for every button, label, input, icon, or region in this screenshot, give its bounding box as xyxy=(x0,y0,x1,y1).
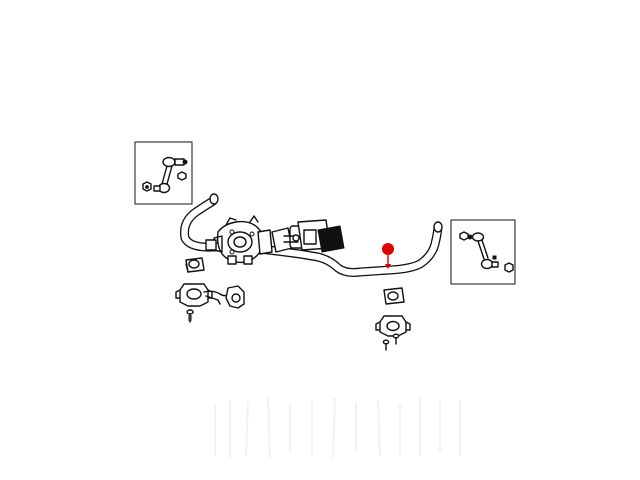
mounting-bolt-right[interactable] xyxy=(382,333,400,351)
mounting-bolt-left[interactable] xyxy=(186,309,194,323)
actuator-motor[interactable] xyxy=(205,215,273,265)
wiring-bracket[interactable] xyxy=(203,285,245,309)
bushing-left[interactable] xyxy=(185,257,205,273)
electrical-connector[interactable] xyxy=(271,219,345,253)
callout-dot[interactable] xyxy=(382,243,394,255)
retainer-clamp-left[interactable] xyxy=(175,283,213,307)
inset-left-link[interactable] xyxy=(134,141,193,205)
stabilizer-bar[interactable] xyxy=(180,193,443,277)
inset-right-link[interactable] xyxy=(450,219,516,285)
sway-bar-link-right xyxy=(459,231,514,273)
sway-bar-link-left xyxy=(142,156,188,194)
watermark xyxy=(214,397,461,459)
bushing-right[interactable] xyxy=(383,287,405,305)
retainer-clamp-right[interactable] xyxy=(375,315,411,337)
callout-marker[interactable] xyxy=(382,243,394,269)
callout-arrowhead xyxy=(385,264,391,269)
